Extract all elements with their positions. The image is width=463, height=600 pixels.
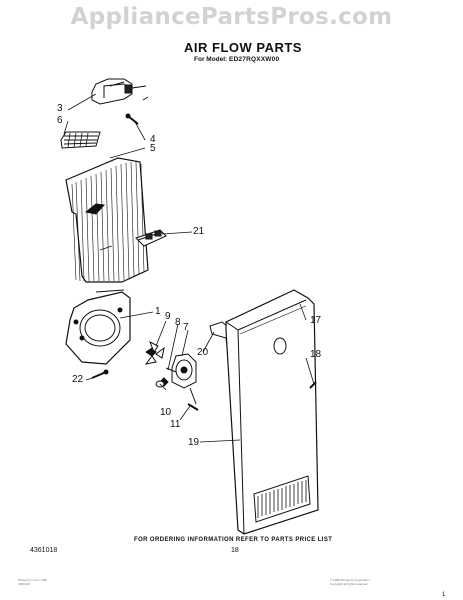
- callout-17: 17: [310, 315, 322, 326]
- model-line: For Model: ED27RQXXW00: [194, 56, 279, 63]
- model-number: ED27RQXXW00: [229, 56, 280, 63]
- fine-print-right: © 1988 Whirlpool Corporation Copyright a…: [330, 578, 370, 586]
- callout-22: 22: [72, 374, 84, 385]
- page-mark: 1: [442, 592, 446, 598]
- rear-cover-panel: [225, 289, 319, 535]
- fine-print-right-line-2: Copyright all rights reserved: [330, 582, 368, 586]
- fine-print-left-line-2: 4361018: [18, 582, 30, 586]
- fine-print-right-line-1: © 1988 Whirlpool Corporation: [330, 578, 370, 582]
- callout-5: 5: [150, 143, 156, 154]
- grommet-and-screw: [155, 380, 199, 411]
- callout-9: 9: [165, 311, 171, 322]
- callout-19: 19: [188, 437, 200, 448]
- leader-lines: [63, 93, 315, 443]
- fine-print-left: Printed in U.S.A. 1/88 4361018: [18, 578, 47, 586]
- callout-3: 3: [57, 103, 63, 114]
- fine-print-left-line-1: Printed in U.S.A. 1/88: [18, 578, 47, 582]
- diagram-title: AIR FLOW PARTS: [184, 40, 302, 55]
- air-grille: [60, 131, 101, 149]
- callout-8: 8: [175, 317, 181, 328]
- air-duct-top-housing: [91, 78, 147, 105]
- part-number: 4361018: [30, 547, 58, 554]
- screw-part-22: [91, 369, 109, 379]
- callout-4: 4: [150, 134, 156, 145]
- callout-20: 20: [197, 347, 209, 358]
- callout-18: 18: [310, 349, 322, 360]
- fan-shroud: [65, 289, 131, 365]
- callout-11: 11: [170, 419, 181, 430]
- fan-motor-assembly: [144, 340, 197, 405]
- callout-7: 7: [183, 322, 189, 333]
- watermark: AppliancePartsPros.com: [70, 4, 393, 30]
- callout-6: 6: [57, 115, 63, 126]
- callout-10: 10: [160, 407, 172, 418]
- page-number: 18: [231, 547, 239, 554]
- callout-21: 21: [193, 226, 205, 237]
- screw-parts-4-5: [125, 96, 149, 125]
- evaporator-cover-panel: [65, 157, 149, 283]
- callout-1: 1: [155, 306, 161, 317]
- model-prefix: For Model:: [194, 56, 228, 63]
- clip-part-21: [135, 229, 167, 247]
- ordering-note: FOR ORDERING INFORMATION REFER TO PARTS …: [134, 537, 333, 543]
